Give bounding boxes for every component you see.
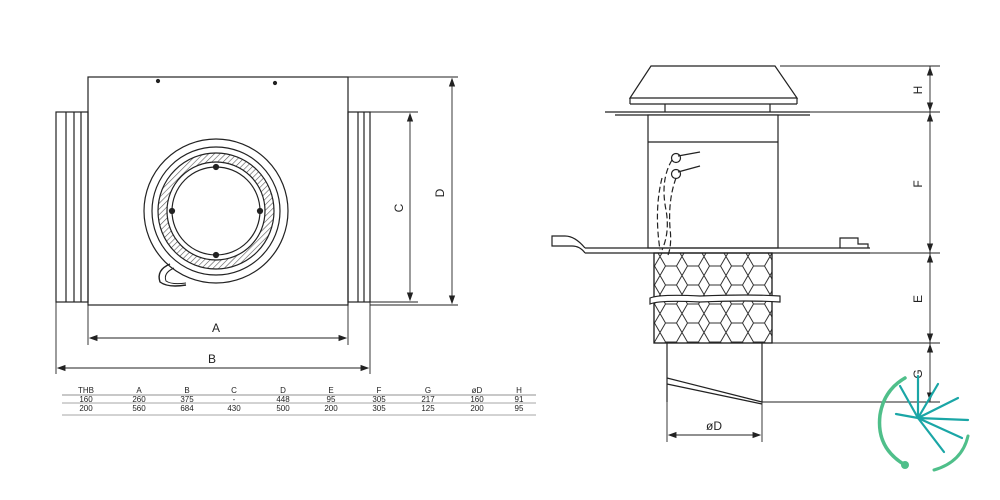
dimension-C bbox=[370, 111, 418, 303]
table-body: 160 260 375 - 448 95 305 217 160 91 200 560 684 430 50… bbox=[79, 395, 524, 413]
dim-label-oD: øD bbox=[706, 419, 722, 433]
left-flange bbox=[55, 111, 89, 303]
table-cell: 200 bbox=[470, 404, 484, 413]
dim-label-B: B bbox=[208, 352, 216, 366]
fan-opening bbox=[143, 138, 289, 287]
roof-cowl bbox=[605, 65, 810, 116]
table-cell: 560 bbox=[132, 404, 146, 413]
dimension-D bbox=[348, 76, 458, 306]
side-view bbox=[551, 65, 940, 442]
brand-logo-icon bbox=[877, 374, 970, 472]
table-header-cell: B bbox=[184, 386, 189, 395]
housing-screw bbox=[155, 78, 161, 84]
table-cell: 217 bbox=[421, 395, 435, 404]
table-cell: - bbox=[233, 395, 236, 404]
table-cell: 448 bbox=[276, 395, 290, 404]
dimension-A bbox=[87, 305, 349, 345]
table-cell: 160 bbox=[79, 395, 93, 404]
table-cell: 91 bbox=[515, 395, 524, 404]
table-cell: 684 bbox=[180, 404, 194, 413]
table-header-cell: øD bbox=[472, 386, 483, 395]
table-cell: 160 bbox=[470, 395, 484, 404]
table-header-cell: THB bbox=[78, 386, 94, 395]
insulated-base bbox=[649, 252, 781, 344]
fixing-point bbox=[212, 251, 220, 259]
fixing-point bbox=[168, 207, 176, 215]
table-cell: 305 bbox=[372, 404, 386, 413]
dimension-oD bbox=[666, 402, 763, 442]
dim-label-A: A bbox=[212, 321, 220, 335]
fan-cylinder bbox=[647, 114, 779, 256]
table-header-cell: F bbox=[377, 386, 382, 395]
dim-label-H: H bbox=[911, 86, 925, 95]
table-cell: 125 bbox=[421, 404, 435, 413]
table-header-cell: C bbox=[231, 386, 237, 395]
spigot bbox=[666, 343, 763, 405]
dim-label-F: F bbox=[911, 180, 925, 187]
dim-label-E: E bbox=[911, 295, 925, 303]
cable-outlet bbox=[158, 263, 187, 287]
fixing-point bbox=[212, 163, 220, 171]
dim-label-G: G bbox=[911, 369, 925, 378]
table-cell: 375 bbox=[180, 395, 194, 404]
table-cell: 260 bbox=[132, 395, 146, 404]
table-cell: 305 bbox=[372, 395, 386, 404]
fixing-point bbox=[256, 207, 264, 215]
front-view bbox=[55, 76, 458, 374]
table-header-cell: G bbox=[425, 386, 431, 395]
table-cell: 200 bbox=[79, 404, 93, 413]
dimension-chain bbox=[762, 65, 940, 403]
table-header-cell: E bbox=[328, 386, 333, 395]
table-cell: 95 bbox=[327, 395, 336, 404]
table-header-cell: H bbox=[516, 386, 522, 395]
table-header-cell: A bbox=[136, 386, 142, 395]
table-cell: 95 bbox=[515, 404, 524, 413]
right-flange bbox=[347, 111, 371, 303]
housing-screw bbox=[272, 80, 278, 86]
dimension-B bbox=[55, 302, 371, 374]
table-cell: 500 bbox=[276, 404, 290, 413]
table-cell: 430 bbox=[227, 404, 241, 413]
table-cell: 200 bbox=[324, 404, 338, 413]
dim-label-D: D bbox=[433, 188, 447, 197]
dim-label-C: C bbox=[392, 203, 406, 212]
table-header-cell: D bbox=[280, 386, 286, 395]
